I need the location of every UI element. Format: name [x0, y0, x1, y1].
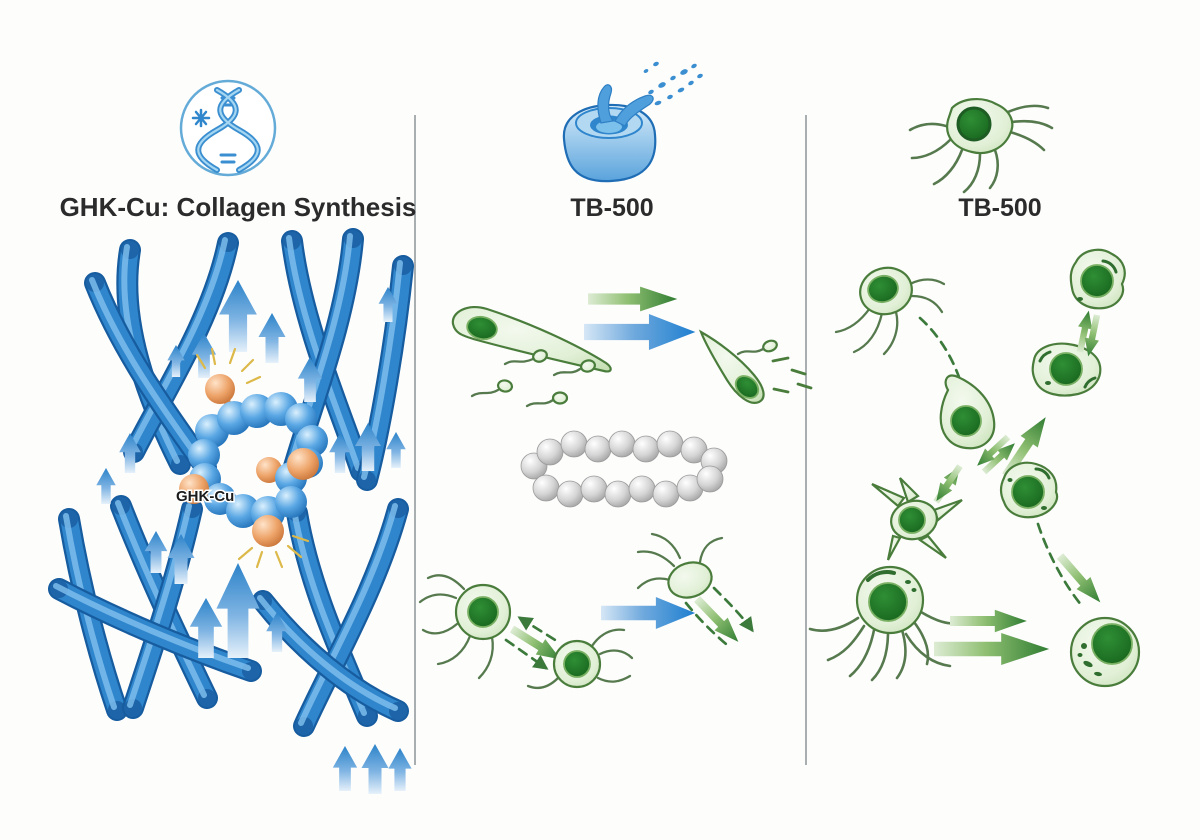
migration-arrows-row1	[584, 286, 696, 350]
molecule-label: GHK-Cu	[176, 488, 234, 505]
cells-row-bottom	[418, 532, 754, 690]
dashed-path-down	[1036, 522, 1084, 608]
horizontal-arrows	[934, 609, 1050, 665]
wound-splash-icon	[562, 61, 703, 183]
detached-oval-cell	[636, 532, 724, 599]
fibroblast-cell-icon	[908, 98, 1054, 194]
exchange-arrows-ab	[504, 616, 566, 670]
blue-right-arrow-bottom	[601, 597, 696, 629]
blob-cell-center	[999, 461, 1059, 519]
tb500-peptide-molecule	[520, 430, 728, 508]
exchange-arrows-vertical	[1072, 309, 1105, 358]
green-right-arrow	[588, 286, 678, 312]
round-cell-a	[418, 574, 512, 680]
glow-rays-top	[195, 347, 262, 385]
glow-rays-bottom	[237, 534, 310, 569]
oval-cell-top-left	[834, 266, 946, 356]
stellate-cell	[871, 477, 963, 561]
ghk-cu-molecule: GHK-Cu	[175, 347, 328, 569]
panel-tb500-middle: TB-500	[418, 61, 813, 690]
large-tendril-cell	[808, 565, 962, 682]
blue-right-arrow	[584, 314, 696, 350]
round-cell-bottom-right	[1069, 616, 1141, 688]
migrating-cell-after	[698, 329, 813, 404]
right-panel-title: TB-500	[958, 194, 1041, 222]
round-cell-b	[526, 628, 634, 690]
diagonal-down-arrow	[1053, 549, 1108, 609]
panel-ghk-cu: GHK-Cu: Collagen Synthesis	[50, 79, 417, 794]
left-panel-title: GHK-Cu: Collagen Synthesis	[60, 192, 417, 222]
panel-tb500-right: TB-500	[808, 98, 1141, 688]
migrating-cell-before	[451, 306, 612, 408]
irregular-cell-mid-right	[1031, 342, 1102, 397]
middle-panel-title: TB-500	[570, 194, 653, 222]
motion-trail	[684, 586, 754, 649]
blob-cell-top-right	[1069, 248, 1126, 310]
cell-migration-network	[808, 248, 1141, 688]
splash-droplets	[643, 61, 703, 106]
dna-helix-icon	[179, 79, 277, 177]
sparkle-icon	[191, 108, 211, 128]
teardrop-cell	[939, 374, 996, 450]
